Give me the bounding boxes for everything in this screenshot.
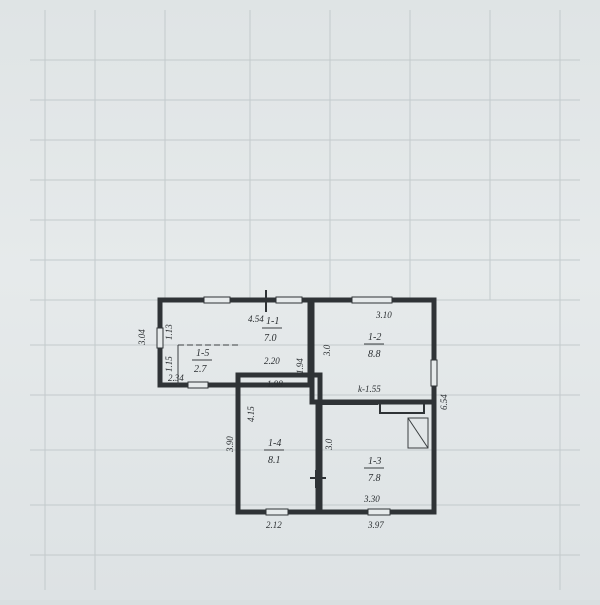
dimension-label: 1.98 <box>267 379 283 389</box>
window-left <box>156 327 164 349</box>
dimension-label: 2.34 <box>168 373 184 383</box>
stair-block <box>379 402 425 414</box>
room-area: 2.7 <box>194 364 208 375</box>
dimension-label: 2.12 <box>266 520 282 530</box>
dimension-label: 2.20 <box>264 356 280 366</box>
dimension-label: 4.54 <box>248 314 264 324</box>
window-bottom-left <box>265 508 289 516</box>
room-number: 1-1 <box>266 316 279 327</box>
dimension-label: 4.15 <box>246 406 256 422</box>
room-area: 8.8 <box>368 349 381 360</box>
background-table-grid <box>30 10 580 590</box>
dimension-label: 3.97 <box>367 520 384 530</box>
window-top-middle <box>275 296 303 304</box>
room-number: 1-5 <box>196 348 209 359</box>
dimension-label: 1.15 <box>164 356 174 372</box>
dimension-label: 3.0 <box>322 344 332 357</box>
room-number: 1-2 <box>368 332 381 343</box>
window-bottom-right <box>367 508 391 516</box>
dimension-label: 3.0 <box>324 438 334 451</box>
window-top-left <box>203 296 231 304</box>
dimension-label: 6.54 <box>439 394 449 410</box>
window-room-1-5 <box>187 381 209 389</box>
room-area: 8.1 <box>268 455 281 466</box>
room-labels: 1-1 7.0 1-2 8.8 1-3 7.8 1-4 8.1 1-5 2.7 <box>192 316 384 484</box>
dimension-labels: 4.54 3.10 3.04 1.13 1.15 2.34 2.20 1.98 … <box>137 310 449 530</box>
dimension-label: 3.10 <box>375 310 392 320</box>
room-area: 7.0 <box>264 333 277 344</box>
dimension-label: 3.90 <box>225 436 235 453</box>
stove-icon <box>407 417 429 449</box>
room-area: 7.8 <box>368 473 381 484</box>
window-top-right <box>351 296 393 304</box>
dimension-label: 1.13 <box>164 324 174 340</box>
dimension-label: 3.30 <box>363 494 380 504</box>
room-number: 1-4 <box>268 438 281 449</box>
stair-label: k-1.55 <box>358 384 381 394</box>
room-number: 1-3 <box>368 456 381 467</box>
window-right <box>430 359 438 387</box>
dimension-label: 1.94 <box>295 358 305 374</box>
floor-plan <box>156 290 438 516</box>
dimension-label: 3.04 <box>137 329 147 346</box>
